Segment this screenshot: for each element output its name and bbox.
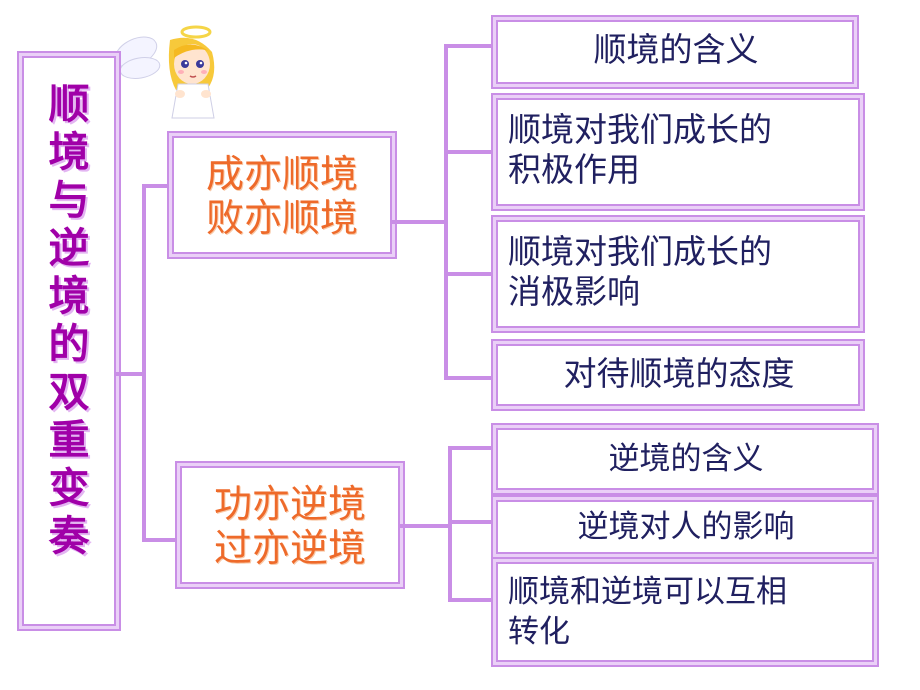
connector-leaf-5	[448, 446, 496, 450]
leaf-prosperity-attitude: 对待顺境的态度	[496, 344, 860, 406]
branch-label-prosperity: 成亦顺境 败亦顺境	[205, 152, 358, 240]
connector-root-spine	[142, 184, 146, 540]
leaf-text-prosperity-meaning: 顺境的含义	[593, 30, 759, 69]
connector-branch-1	[142, 184, 172, 188]
leaf-text-prosperity-positive: 顺境对我们成长的 积极作用	[508, 110, 772, 189]
branch-box-adversity: 功亦逆境 过亦逆境	[180, 466, 400, 584]
connector-leaf-1	[444, 44, 496, 48]
leaf-text-convertibility: 顺境和逆境可以互相 转化	[508, 574, 787, 650]
branch-box-prosperity: 成亦顺境 败亦顺境	[172, 136, 392, 254]
root-box: 顺境与逆境的双重变奏	[22, 56, 116, 626]
connector-leaf-2	[444, 150, 496, 154]
leaf-prosperity-meaning: 顺境的含义	[496, 20, 854, 84]
leaf-adversity-meaning: 逆境的含义	[496, 428, 874, 490]
connector-leaf-6	[448, 520, 496, 524]
connector-branch-1-spine	[444, 44, 448, 380]
connector-leaf-7	[448, 598, 496, 602]
leaf-text-adversity-meaning: 逆境的含义	[608, 441, 764, 477]
connector-leaf-3	[444, 272, 496, 276]
connector-root	[116, 372, 144, 376]
connector-branch-1-out	[392, 220, 446, 224]
connector-branch-2-out	[400, 524, 450, 528]
root-title: 顺境与逆境的双重变奏	[48, 80, 90, 560]
connector-leaf-4	[444, 376, 496, 380]
leaf-adversity-impact: 逆境对人的影响	[496, 500, 874, 554]
leaf-text-prosperity-negative: 顺境对我们成长的 消极影响	[508, 232, 772, 311]
connector-branch-2	[142, 538, 180, 542]
leaf-prosperity-positive: 顺境对我们成长的 积极作用	[496, 98, 860, 206]
branch-label-adversity: 功亦逆境 过亦逆境	[213, 482, 366, 570]
leaf-prosperity-negative: 顺境对我们成长的 消极影响	[496, 220, 860, 328]
leaf-text-prosperity-attitude: 对待顺境的态度	[563, 354, 795, 393]
angel-icon	[110, 10, 230, 130]
leaf-convertibility: 顺境和逆境可以互相 转化	[496, 562, 874, 662]
leaf-text-adversity-impact: 逆境对人的影响	[577, 509, 795, 545]
